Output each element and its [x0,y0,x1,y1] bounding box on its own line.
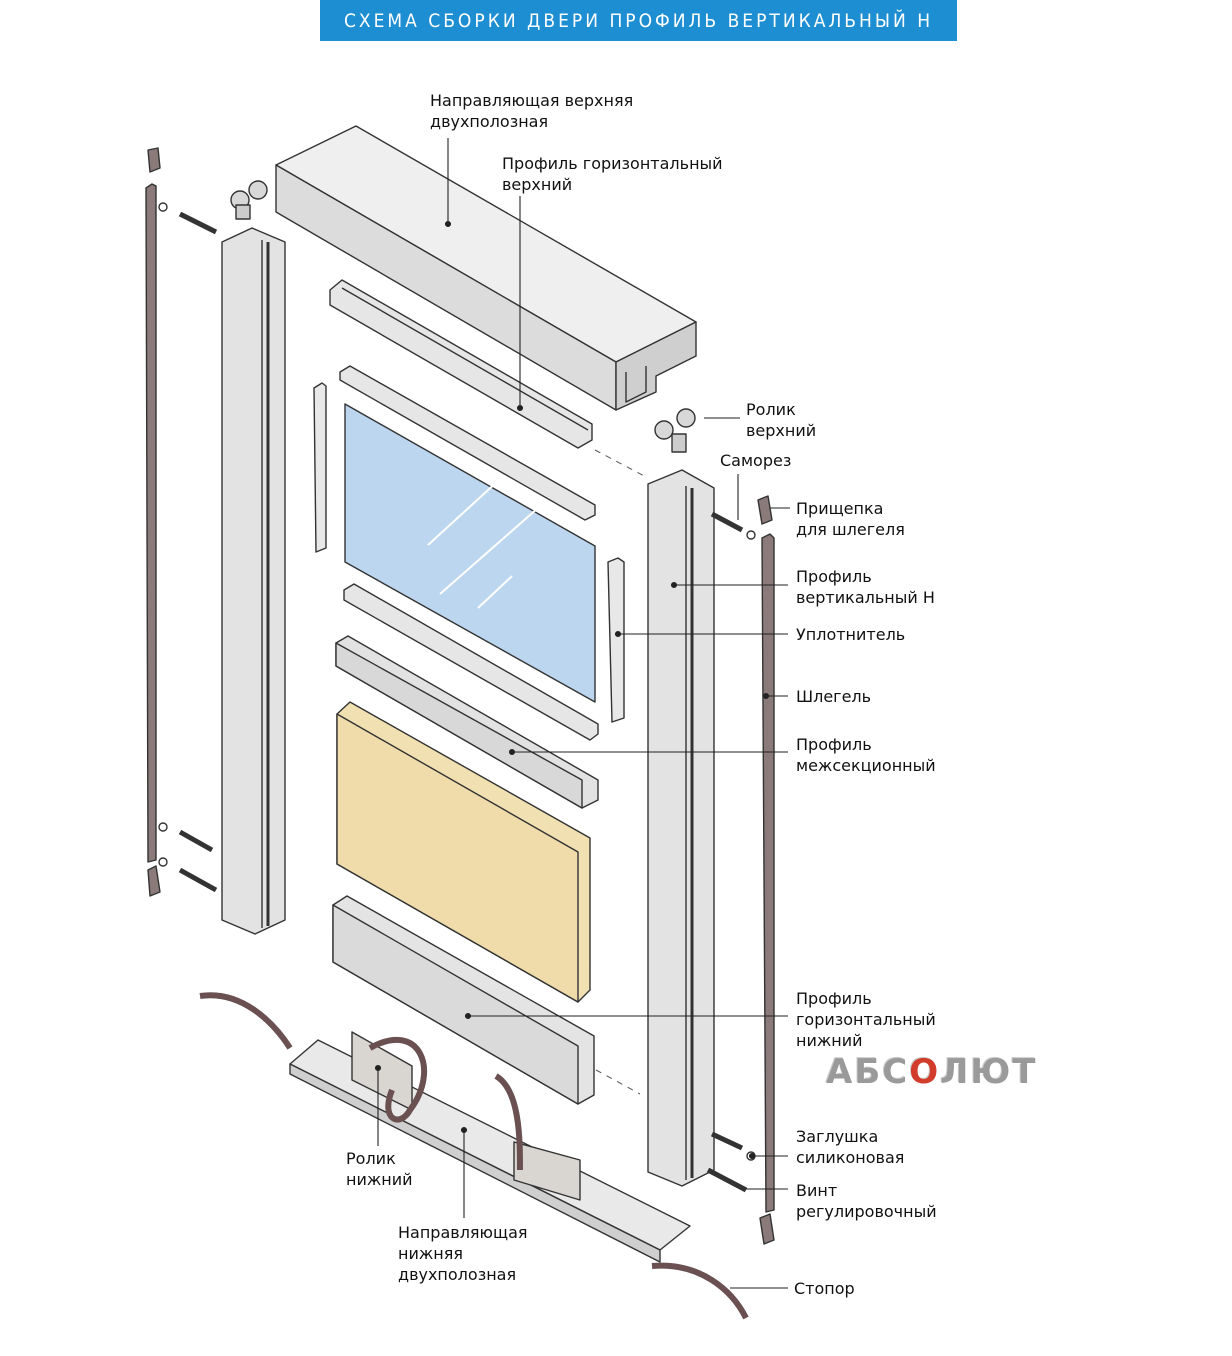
label-seal: Уплотнитель [796,625,906,644]
label-horizontal-top: Профиль горизонтальный верхний [502,154,723,194]
left-brush-strip [145,147,161,897]
horizontal-top-profile [329,279,593,449]
label-stopper: Стопор [794,1279,855,1298]
label-top-roller: Ролик верхний [746,400,817,440]
stopper-parts [199,992,749,1320]
right-screws [706,511,756,1193]
alignment-lines [594,449,649,1095]
label-bottom-roller: Ролик нижний [346,1149,413,1189]
intersection-profile [335,635,599,809]
intersection-profile-lower [343,583,599,741]
label-intersection: Профиль межсекционный [796,735,936,775]
left-screws [158,202,218,893]
right-seal-part [607,557,625,723]
horizontal-bottom-profile [332,895,595,1105]
bottom-roller-right [494,1073,581,1201]
label-clip: Прищепка для шлегеля [796,499,905,539]
right-top-roller [654,408,696,453]
brand-watermark: АБСОЛЮТ [826,1052,1038,1092]
label-bottom-rail: Направляющая нижняя двухполозная [398,1223,528,1284]
left-vertical-profile [221,227,286,935]
title-banner: СХЕМА СБОРКИ ДВЕРИ ПРОФИЛЬ ВЕРТИКАЛЬНЫЙ … [320,0,957,41]
label-horizontal-bottom: Профиль горизонтальный нижний [796,989,936,1050]
glass-panel [344,403,596,703]
bottom-roller-left [351,1031,428,1123]
left-seal-part [313,382,327,553]
intersection-profile-upper [339,365,596,521]
right-vertical-profile [647,469,715,1187]
label-adjust-screw: Винт регулировочный [796,1181,937,1221]
panel-board [336,701,591,1003]
label-vertical-profile: Профиль вертикальный Н [796,567,935,607]
right-brush-strip [757,495,775,1245]
leader-lines [374,138,790,1289]
label-brush: Шлегель [796,687,872,706]
top-rail-part [275,125,697,411]
label-plug: Заглушка силиконовая [796,1127,905,1167]
label-top-rail: Направляющая верхняя двухполозная [430,91,634,131]
left-top-roller [230,180,268,220]
diagram-title: СХЕМА СБОРКИ ДВЕРИ ПРОФИЛЬ ВЕРТИКАЛЬНЫЙ … [343,9,934,32]
label-screw: Саморез [720,451,792,470]
